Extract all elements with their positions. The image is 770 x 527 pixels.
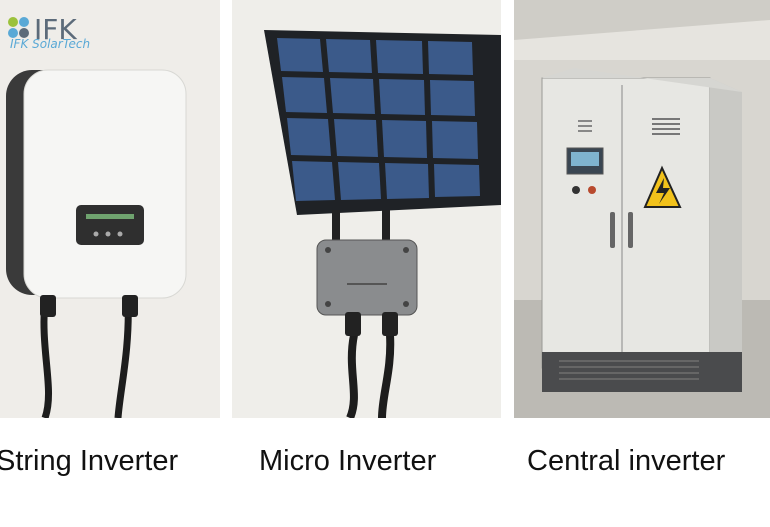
central-inverter-illustration bbox=[514, 0, 770, 418]
string-inverter-label: String Inverter bbox=[0, 445, 179, 477]
string-inverter-panel: IFK IFK SolarTech bbox=[0, 0, 220, 418]
micro-inverter-illustration bbox=[264, 30, 501, 418]
micro-inverter-label: Micro Inverter bbox=[259, 445, 437, 477]
micro-inverter-panel bbox=[232, 0, 501, 418]
ifk-solartech-logo: IFK IFK SolarTech bbox=[4, 2, 114, 54]
central-inverter-label: Central inverter bbox=[527, 445, 726, 477]
central-inverter-panel bbox=[514, 0, 770, 418]
logo-mark-text: IFK bbox=[34, 13, 77, 46]
ifk-logo-mark: IFK bbox=[8, 13, 77, 46]
logo-tagline: IFK SolarTech bbox=[10, 37, 91, 51]
string-inverter-illustration bbox=[6, 69, 187, 418]
